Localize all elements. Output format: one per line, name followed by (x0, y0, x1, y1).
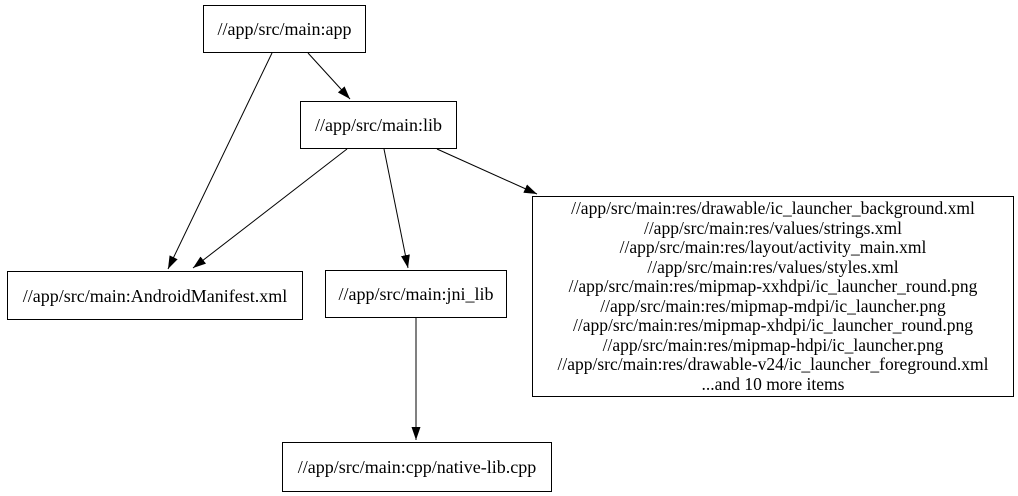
edge-app-to-lib (307, 52, 351, 100)
node-lib-label: //app/src/main:lib (315, 115, 442, 135)
node-app-label: //app/src/main:app (217, 19, 352, 39)
node-android-manifest-label: //app/src/main:AndroidManifest.xml (22, 285, 288, 306)
node-lib: //app/src/main:lib (300, 101, 457, 149)
node-resources-group: //app/src/main:res/drawable/ic_launcher_… (532, 196, 1014, 397)
resource-item: //app/src/main:res/mipmap-xhdpi/ic_launc… (573, 315, 973, 335)
resource-item: //app/src/main:res/values/strings.xml (643, 217, 903, 238)
node-app: //app/src/main:app (203, 5, 366, 53)
resource-item: //app/src/main:res/layout/activity_main.… (619, 237, 927, 257)
node-native-lib-cpp-label: //app/src/main:cpp/native-lib.cpp (297, 457, 537, 477)
edge-app-to-manifest (167, 52, 273, 270)
resource-item: //app/src/main:res/drawable-v24/ic_launc… (557, 354, 989, 374)
resource-item: //app/src/main:res/mipmap-xxhdpi/ic_laun… (568, 276, 978, 296)
resource-item: //app/src/main:res/mipmap-mdpi/ic_launch… (600, 295, 946, 316)
edge-lib-to-resources (436, 148, 538, 195)
resource-item: //app/src/main:res/drawable/ic_launcher_… (571, 198, 975, 218)
node-android-manifest: //app/src/main:AndroidManifest.xml (7, 271, 303, 320)
resource-more-items: ...and 10 more items (701, 373, 845, 394)
node-jni-lib: //app/src/main:jni_lib (325, 270, 507, 318)
node-jni-lib-label: //app/src/main:jni_lib (338, 284, 494, 304)
edge-lib-to-manifest (192, 148, 348, 269)
node-native-lib-cpp: //app/src/main:cpp/native-lib.cpp (282, 442, 552, 492)
resource-item: //app/src/main:res/mipmap-hdpi/ic_launch… (602, 334, 944, 355)
resource-item: //app/src/main:res/values/styles.xml (647, 256, 899, 277)
edge-lib-to-jni-lib (383, 148, 410, 269)
